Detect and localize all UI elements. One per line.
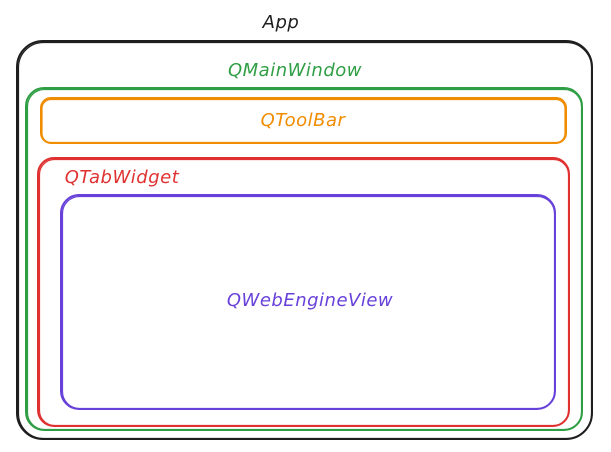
toolbar-box — [40, 97, 567, 144]
tab-widget-box — [37, 157, 570, 427]
web-view-label: QWebEngineView — [227, 290, 393, 311]
web-view-box — [60, 194, 556, 410]
toolbar-label: QToolBar — [261, 110, 347, 131]
app-box — [16, 40, 593, 440]
tab-widget-label: QTabWidget — [65, 167, 180, 188]
main-window-label: QMainWindow — [228, 60, 362, 81]
app-label: App — [262, 12, 300, 33]
main-window-box — [25, 87, 583, 431]
